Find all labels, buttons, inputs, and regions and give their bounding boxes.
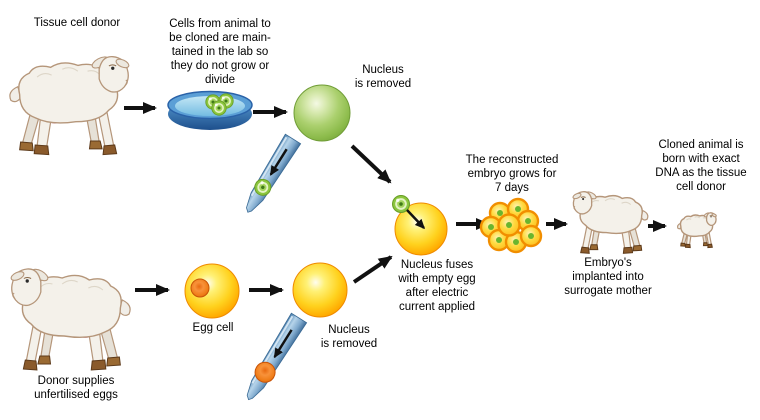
label-egg-cell: Egg cell xyxy=(192,322,234,334)
label-cells-maintained: Cells from animal to be cloned are main-… xyxy=(169,18,271,86)
petri-dish-icon xyxy=(167,90,253,130)
arrow-inject-nucleus xyxy=(406,209,426,230)
label-tissue-cell-donor: Tissue cell donor xyxy=(33,17,121,29)
pipette-bottom-icon xyxy=(246,312,308,401)
pipette-top-icon xyxy=(246,133,302,213)
egg-nucleus-icon xyxy=(190,278,210,298)
removed-nucleus-icon xyxy=(254,361,276,383)
lamb-cloned-icon xyxy=(677,211,717,248)
arrow-nucleus-to-egg xyxy=(350,144,392,184)
sheep-egg-donor-icon xyxy=(9,266,131,371)
donor-cell-icon xyxy=(293,84,351,142)
label-nucleus-fuses: Nucleus fuses with empty egg after elect… xyxy=(398,259,476,313)
label-nucleus-removed-bottom: Nucleus is removed xyxy=(320,324,378,350)
enucleated-egg-icon xyxy=(292,262,348,318)
label-embryo-implanted: Embryo's implanted into surrogate mother xyxy=(564,257,652,297)
label-nucleus-removed-top: Nucleus is removed xyxy=(354,64,412,90)
embryo-cell xyxy=(497,213,521,237)
sheep-tissue-donor-icon xyxy=(9,54,131,156)
egg-cell-icon xyxy=(184,263,240,319)
embryo-cluster-icon xyxy=(479,197,543,254)
embryo-cell xyxy=(519,224,543,248)
fusion-cell-icon xyxy=(391,194,448,256)
arrow-egg-to-fusion xyxy=(352,255,393,284)
label-donor-supplies: Donor supplies unfertilised eggs xyxy=(34,375,118,401)
sheep-surrogate-mother-icon xyxy=(571,190,649,254)
label-embryo-grows: The reconstructed embryo grows for 7 day… xyxy=(465,154,559,194)
label-cloned-animal: Cloned animal is born with exact DNA as … xyxy=(655,139,747,193)
